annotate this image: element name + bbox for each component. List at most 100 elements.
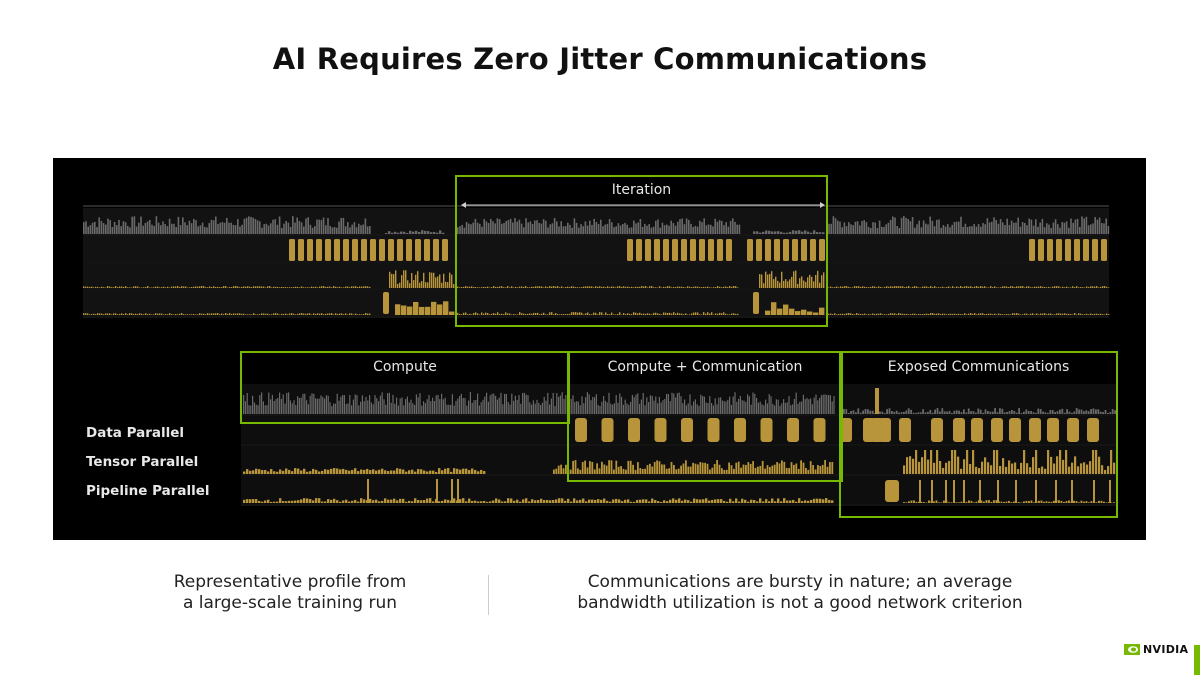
compute-bar	[1076, 218, 1079, 234]
tensor-bar	[948, 460, 951, 474]
pipeline-bar	[613, 314, 615, 315]
arrowhead-icon	[461, 202, 466, 208]
compute-bar	[878, 220, 881, 234]
compute-bar	[280, 398, 282, 414]
compute-bar	[124, 222, 127, 234]
pipeline-bar	[179, 313, 181, 315]
tensor-bar	[246, 469, 249, 474]
compute-bar	[534, 403, 536, 414]
pipeline-bar	[756, 501, 759, 503]
compute-bar	[994, 408, 996, 414]
compute-bar	[774, 405, 776, 414]
compute-bar	[461, 224, 463, 234]
tensor-bar	[569, 469, 572, 474]
tensor-bar	[984, 286, 986, 288]
compute-bar	[637, 222, 639, 234]
tensor-bar	[363, 469, 366, 474]
pipeline-bar	[276, 501, 279, 503]
compute-bar	[933, 226, 936, 234]
compute-bar	[628, 404, 630, 414]
tensor-bar	[683, 287, 685, 288]
compute-bar	[511, 393, 513, 414]
compute-bar	[1059, 227, 1061, 234]
tensor-bar	[431, 272, 433, 288]
pipeline-bar	[95, 314, 97, 315]
tensor-bar	[401, 275, 403, 288]
pipeline-bar	[831, 500, 834, 503]
pipeline-bar	[732, 501, 735, 503]
tensor-bar	[801, 276, 803, 288]
tensor-bar	[649, 463, 651, 474]
compute-bar	[155, 216, 158, 234]
compute-bar	[547, 227, 549, 234]
tensor-bar	[447, 282, 449, 288]
compute-bar	[525, 218, 527, 234]
pipeline-bar	[495, 313, 497, 315]
data-parallel-block	[379, 239, 385, 261]
tensor-bar	[957, 456, 960, 474]
compute-bar	[631, 394, 633, 414]
compute-bar	[166, 226, 169, 234]
pipeline-bar	[713, 314, 715, 315]
compute-bar	[549, 224, 551, 234]
compute-bar	[430, 232, 433, 234]
pipeline-bar	[275, 313, 277, 315]
pipeline-bar	[571, 312, 573, 315]
pipeline-bar	[243, 313, 245, 315]
compute-bar	[664, 398, 666, 414]
compute-bar	[698, 405, 700, 414]
pipeline-bar	[287, 314, 289, 315]
compute-bar	[263, 224, 265, 234]
compute-bar	[582, 226, 584, 234]
compute-bar	[953, 222, 956, 234]
tensor-bar	[621, 286, 623, 288]
tensor-bar	[675, 287, 677, 288]
tensor-bar	[349, 287, 351, 288]
pipeline-bar	[357, 501, 360, 503]
compute-bar	[459, 226, 461, 234]
tensor-bar	[369, 286, 371, 288]
pipeline-bar	[934, 313, 936, 315]
tensor-bar	[1096, 286, 1098, 288]
tensor-bar	[330, 468, 333, 474]
tensor-bar	[1080, 463, 1083, 474]
compute-bar	[536, 399, 538, 414]
tensor-bar	[255, 286, 257, 288]
compute-bar	[668, 225, 670, 234]
compute-bar	[300, 222, 303, 234]
compute-bar	[453, 405, 455, 414]
tensor-bar	[581, 287, 583, 288]
pipeline-bar	[988, 500, 990, 503]
tensor-bar	[143, 287, 145, 288]
compute-bar	[379, 395, 381, 414]
pipeline-bar	[264, 500, 267, 503]
pipeline-bar	[1026, 313, 1028, 315]
tensor-bar	[846, 286, 848, 288]
tensor-bar	[711, 467, 714, 474]
compute-bar	[863, 220, 865, 234]
compute-bar	[283, 223, 285, 234]
tensor-bar	[555, 286, 557, 288]
compute-bar	[1037, 408, 1040, 414]
pipeline-bar	[443, 301, 449, 315]
pipeline-bar	[557, 314, 559, 315]
pipeline-bar	[639, 499, 642, 503]
tensor-bar	[596, 463, 598, 474]
compute-bar	[527, 395, 529, 414]
tensor-bar	[1050, 287, 1052, 288]
compute-bar	[705, 402, 707, 414]
compute-bar	[381, 392, 383, 414]
compute-bar	[819, 232, 822, 234]
compute-bar	[847, 412, 850, 414]
compute-bar	[1015, 412, 1018, 414]
tensor-bar	[963, 459, 966, 474]
tensor-bar	[728, 462, 730, 474]
compute-bar	[102, 223, 105, 234]
tensor-bar	[445, 281, 447, 288]
tensor-bar	[951, 450, 954, 474]
pipeline-bar	[968, 313, 970, 315]
compute-bar	[248, 216, 250, 234]
tensor-bar	[403, 270, 405, 288]
compute-communication-box	[567, 351, 843, 482]
data-parallel-block	[953, 418, 965, 442]
